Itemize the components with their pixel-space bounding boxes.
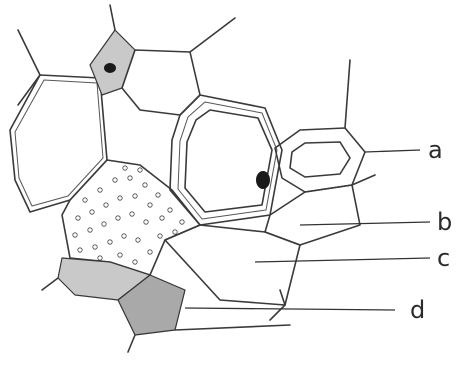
leader-c	[255, 258, 430, 262]
leader-a	[365, 150, 420, 152]
nucleus-top	[104, 63, 116, 73]
cell-a-outer	[275, 128, 365, 192]
wall-stub-a-top	[345, 60, 350, 128]
cell-dotted-granules	[73, 166, 184, 264]
label-c: c	[437, 244, 450, 272]
cell-top-middle	[122, 50, 200, 115]
wall-stub-top-small	[110, 5, 115, 30]
wall-stub-top-middle	[190, 18, 235, 52]
cell-b	[265, 185, 360, 245]
leader-b	[300, 222, 430, 225]
nucleus-central	[256, 171, 270, 189]
label-d: d	[410, 296, 425, 324]
label-a: a	[428, 136, 443, 164]
cell-c	[165, 225, 300, 305]
cell-a-inner	[290, 142, 350, 177]
leader-d	[185, 308, 395, 310]
wall-stub-lower-left	[42, 278, 58, 290]
cell-dotted	[62, 160, 200, 275]
cell-central-inner	[185, 110, 272, 212]
label-b: b	[437, 208, 452, 236]
cell-left-large-inner	[15, 80, 103, 206]
